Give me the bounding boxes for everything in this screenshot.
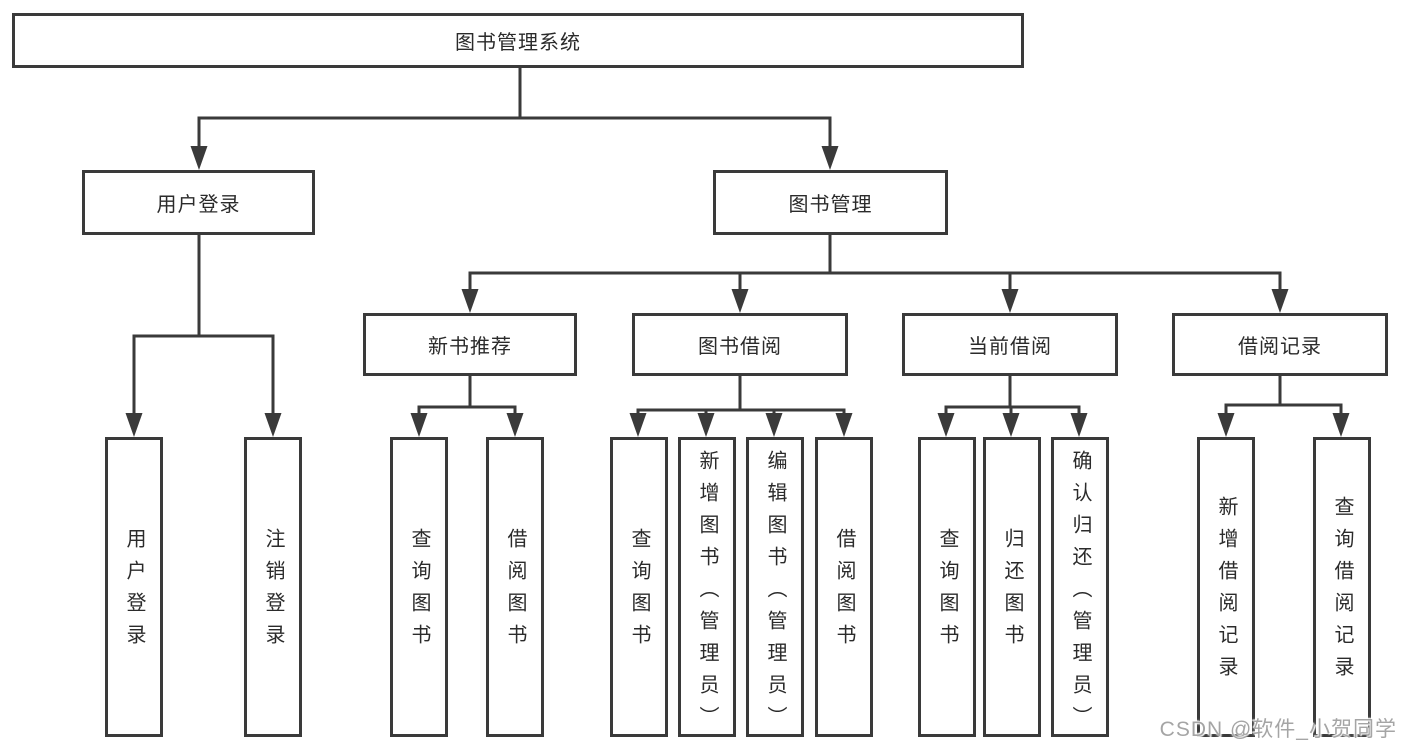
node-current-borrowing: 当前借阅 bbox=[902, 313, 1118, 376]
connector-book-borrowing-to-leaves bbox=[629, 376, 853, 437]
leaf-query-borrow-record: 查询借阅记录 bbox=[1313, 437, 1371, 737]
connector-borrowing-records-to-leaves bbox=[1217, 376, 1350, 437]
node-new-book-recommendation: 新书推荐 bbox=[363, 313, 577, 376]
leaf-logout: 注销登录 bbox=[244, 437, 302, 737]
connector-user-login-to-leaves bbox=[125, 235, 282, 437]
leaf-add-borrow-record: 新增借阅记录 bbox=[1197, 437, 1255, 737]
leaf-return-books: 归还图书 bbox=[983, 437, 1041, 737]
node-book-borrowing: 图书借阅 bbox=[632, 313, 848, 376]
leaf-query-books-current: 查询图书 bbox=[918, 437, 976, 737]
node-borrowing-records: 借阅记录 bbox=[1172, 313, 1388, 376]
leaf-confirm-return-admin: 确认归还（管理员） bbox=[1051, 437, 1109, 738]
leaf-borrow-books-recommend: 借阅图书 bbox=[486, 437, 544, 737]
leaf-user-login: 用户登录 bbox=[105, 437, 163, 737]
node-book-management: 图书管理 bbox=[713, 170, 948, 235]
connector-current-borrowing-to-leaves bbox=[937, 376, 1088, 437]
node-user-login: 用户登录 bbox=[82, 170, 315, 235]
connector-root-to-level2 bbox=[190, 68, 839, 170]
leaf-add-books-admin: 新增图书（管理员） bbox=[678, 437, 736, 738]
leaf-query-books-recommend: 查询图书 bbox=[390, 437, 448, 737]
node-library-management-system: 图书管理系统 bbox=[12, 13, 1024, 68]
leaf-query-books-borrowing: 查询图书 bbox=[610, 437, 668, 737]
connector-new-book-recommendation-to-leaves bbox=[410, 376, 524, 437]
csdn-watermark: CSDN @软件_小贺同学 bbox=[1159, 718, 1397, 741]
connector-book-management-to-level3 bbox=[461, 235, 1289, 313]
leaf-edit-books-admin: 编辑图书（管理员） bbox=[746, 437, 804, 738]
leaf-borrow-books: 借阅图书 bbox=[815, 437, 873, 737]
